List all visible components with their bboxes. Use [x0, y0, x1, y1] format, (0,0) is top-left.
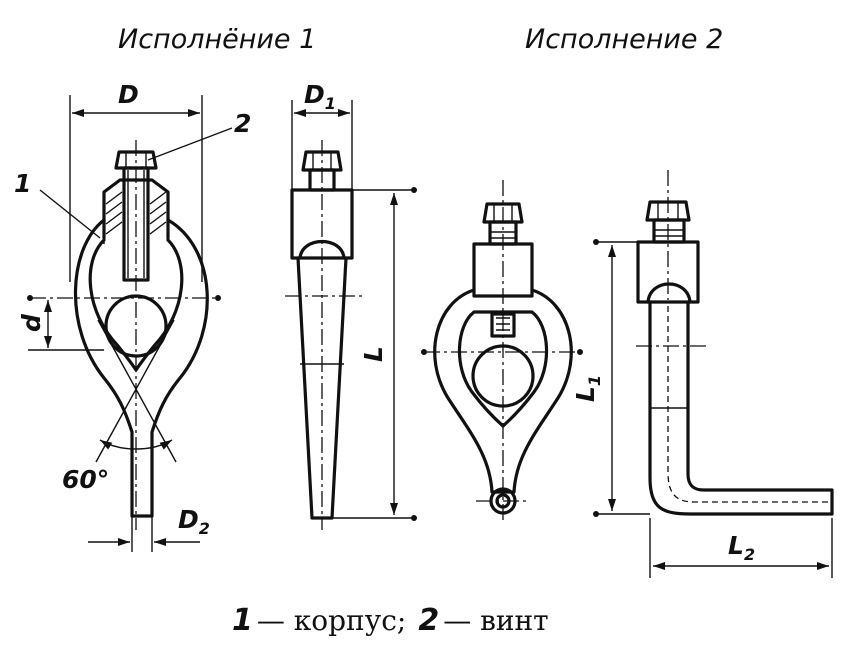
dim-L2-subscript: 2 [744, 545, 755, 564]
variant-1-side-view: D1 L [285, 80, 417, 530]
svg-text:L2: L2 [728, 531, 755, 564]
callout-2: 2 [234, 109, 251, 138]
legend-text-2: — винт [443, 604, 548, 637]
dim-L1-label: L [571, 386, 600, 402]
legend-number-2: 2 [418, 603, 439, 638]
dim-D2-subscript: 2 [199, 519, 210, 538]
svg-text:D2: D2 [178, 505, 210, 538]
dim-d-label: d [17, 313, 46, 332]
dim-L1-subscript: 1 [585, 375, 604, 386]
dim-D-label: D [118, 80, 139, 109]
dim-L-label: L [359, 346, 388, 362]
dim-D2-label: D [178, 505, 199, 534]
svg-text:L1: L1 [571, 375, 604, 402]
variant-2-front-view [421, 180, 583, 524]
legend-text-1: — корпус; [257, 604, 406, 637]
legend-caption: 1 — корпус; 2 — винт [232, 603, 549, 638]
legend-number-1: 1 [232, 603, 253, 638]
dim-D1-subscript: 1 [325, 94, 336, 113]
dim-D1-label: D [304, 80, 325, 109]
dim-L2-label: L [728, 531, 744, 560]
variant-2-side-view: L1 L2 [571, 170, 834, 578]
angle-label: 60° [62, 465, 109, 494]
callout-1: 1 [14, 169, 31, 198]
variant-2-header: Исполнение 2 [525, 24, 723, 55]
svg-text:D1: D1 [304, 80, 336, 113]
variant-1-header: Исполнёние 1 [118, 24, 316, 55]
variant-1-front-view: D 2 1 60° [14, 80, 251, 552]
